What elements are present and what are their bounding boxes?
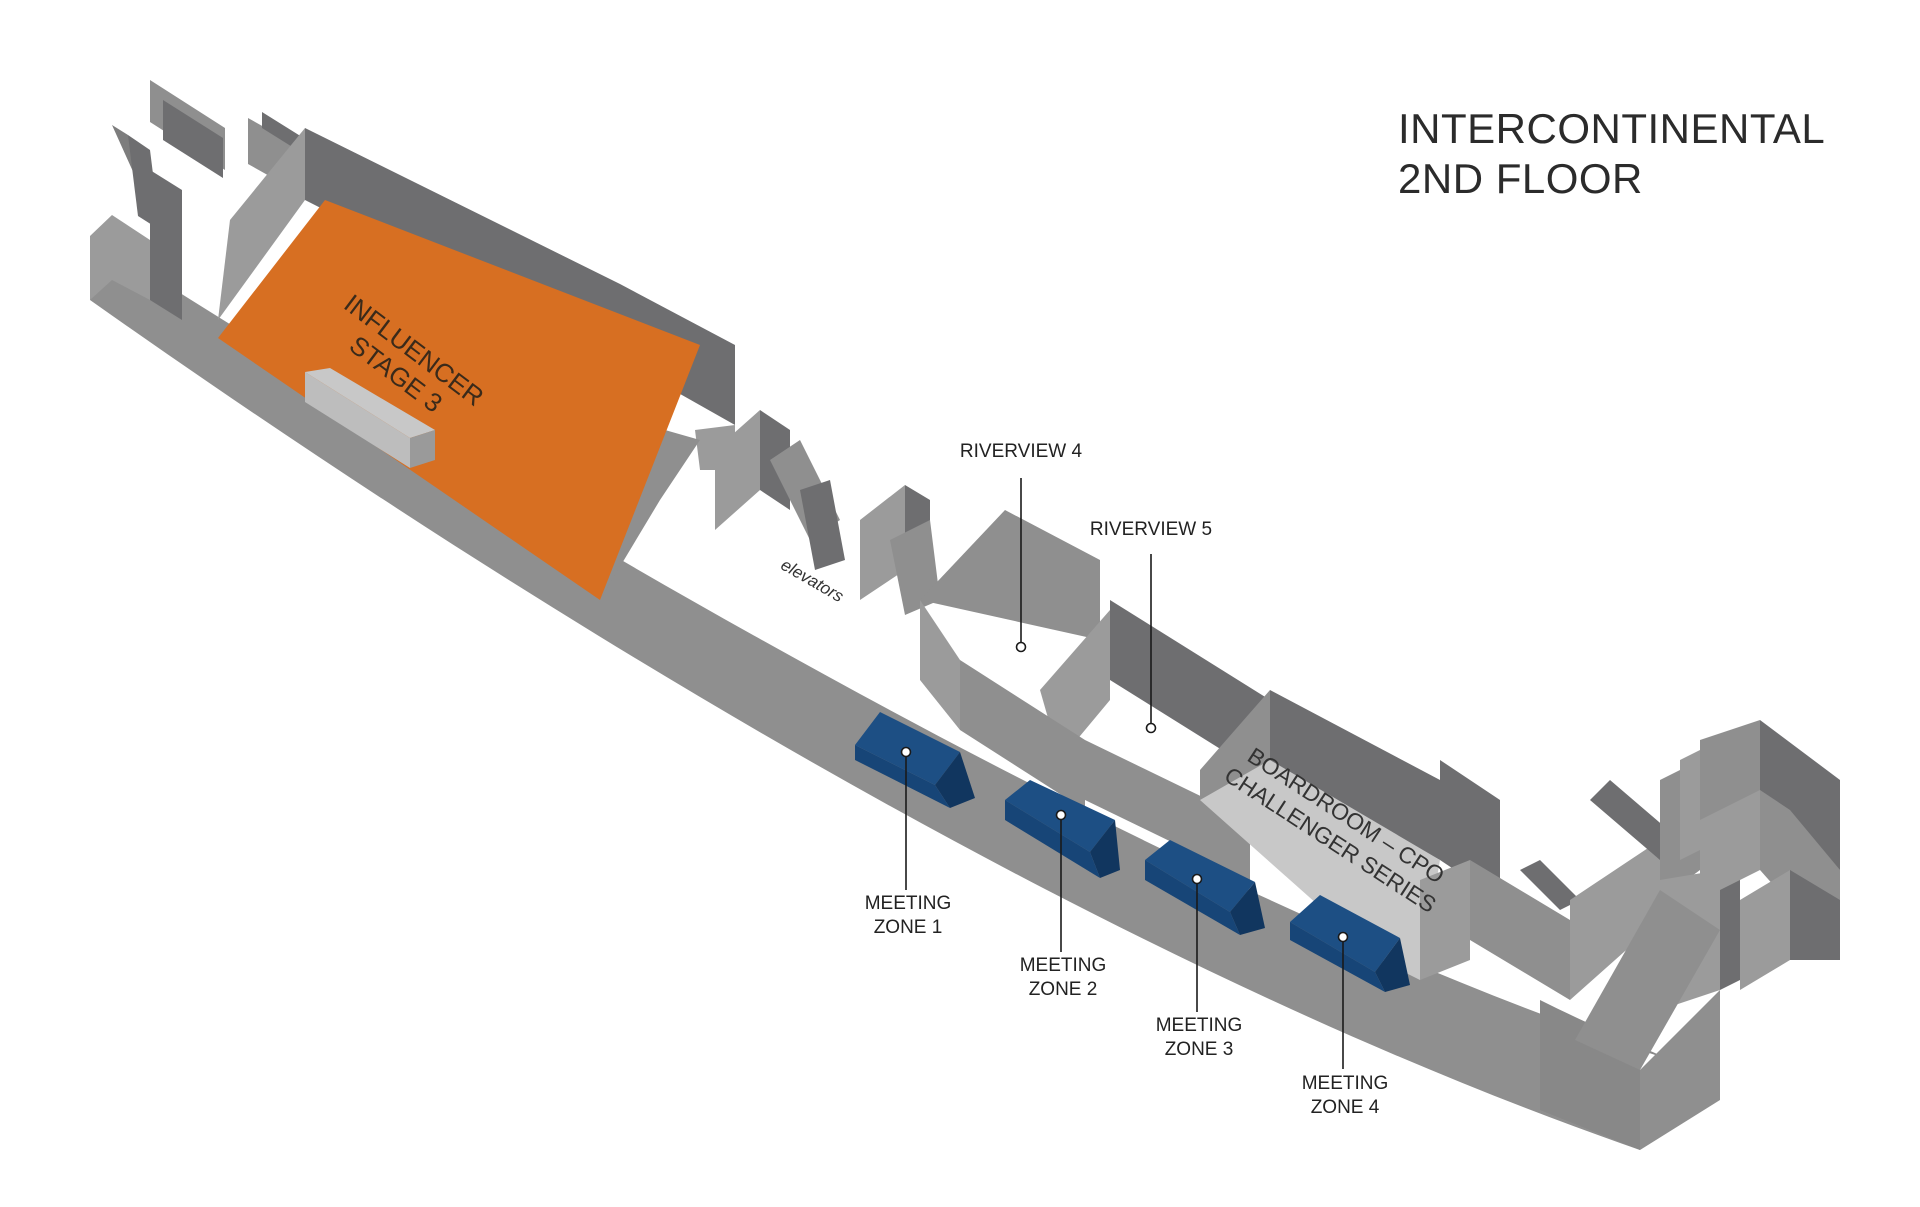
zone-label-line-2: ZONE 3 xyxy=(1164,1039,1234,1060)
riverview-5-label: RIVERVIEW 5 xyxy=(1089,519,1213,540)
riverview-right-wall xyxy=(1110,600,1270,780)
wall-segment xyxy=(1740,870,1790,990)
meeting-zone-4-label: MEETING ZONE 4 xyxy=(1302,1072,1389,1120)
meeting-zone-1-label: MEETING ZONE 1 xyxy=(865,892,952,940)
riverview-left-wall xyxy=(920,600,960,730)
wall-segment xyxy=(150,170,182,320)
title-line-1: INTERCONTINENTAL xyxy=(1398,105,1826,152)
stage-left-wall xyxy=(218,128,305,320)
wall-segment xyxy=(800,480,845,570)
pin-dot xyxy=(1337,931,1349,943)
stage-right-wall-lower xyxy=(595,430,700,600)
wall-segment xyxy=(715,410,760,530)
wall-segment xyxy=(1790,870,1840,960)
wall-segment xyxy=(163,100,223,178)
pin-dot xyxy=(1055,809,1067,821)
stage-block-top xyxy=(305,368,435,438)
wall-segment xyxy=(1590,780,1680,860)
boardroom-right-wall xyxy=(1440,760,1500,900)
wall-segment xyxy=(1520,860,1580,910)
wall-segment xyxy=(1640,990,1720,1150)
wall-segment xyxy=(1570,840,1660,1000)
meeting-zone-3-label: MEETING ZONE 3 xyxy=(1156,1014,1243,1062)
map-title: INTERCONTINENTAL 2ND FLOOR xyxy=(1398,104,1825,204)
wall-segment xyxy=(860,485,905,600)
boardroom-back-wall xyxy=(1270,690,1440,860)
wall-segment xyxy=(1470,860,1570,1000)
zone-label-line-1: MEETING xyxy=(864,893,952,914)
zone-label-line-1: MEETING xyxy=(1019,955,1107,976)
outer-front-wall-lower xyxy=(1540,1000,1661,1150)
pin-dot xyxy=(900,746,912,758)
wall-segment xyxy=(890,520,940,615)
zone-label-line-1: MEETING xyxy=(1155,1015,1243,1036)
boardroom-right-front xyxy=(1420,860,1470,980)
floor-base xyxy=(90,236,1860,1090)
stage-block xyxy=(305,372,410,468)
wall-segment xyxy=(1575,890,1720,1070)
riverview-4-label: RIVERVIEW 4 xyxy=(959,441,1083,462)
riverview-front-wall xyxy=(960,660,1085,810)
meeting-zone-2-label: MEETING ZONE 2 xyxy=(1020,954,1107,1002)
wall-segment xyxy=(1720,870,1740,990)
riverview-front-wall-2 xyxy=(1085,740,1250,880)
zone-label-line-1: MEETING xyxy=(1301,1073,1389,1094)
zone-label-line-2: ZONE 2 xyxy=(1028,979,1098,1000)
pin-dot xyxy=(1015,641,1027,653)
zone-label-line-2: ZONE 4 xyxy=(1310,1097,1380,1118)
zone-label-line-2: ZONE 1 xyxy=(873,917,943,938)
wall-segment xyxy=(90,215,150,300)
wall-segment xyxy=(1700,790,1760,900)
pin-dot xyxy=(1191,873,1203,885)
riverview-back-wall xyxy=(920,510,1100,640)
boardroom-floor xyxy=(1200,760,1440,980)
title-line-2: 2ND FLOOR xyxy=(1398,155,1643,202)
stage-block-side xyxy=(410,430,435,468)
pin-dot xyxy=(1145,722,1157,734)
stage-floor xyxy=(218,200,700,600)
